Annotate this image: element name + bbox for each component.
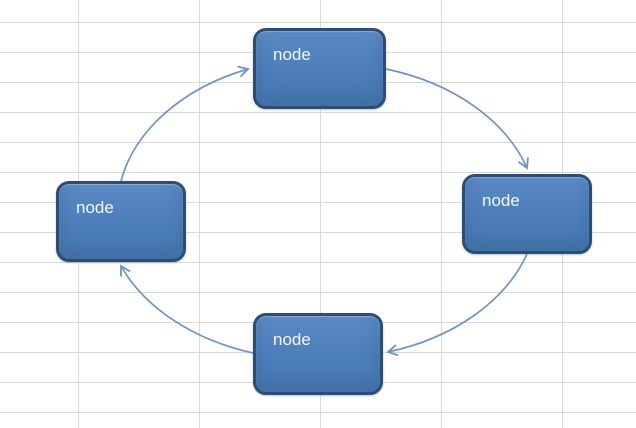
cycle-node-top[interactable]: node bbox=[253, 28, 386, 109]
cycle-node-label: node bbox=[273, 45, 311, 64]
cycle-arrow-top-to-right[interactable] bbox=[385, 68, 529, 170]
cycle-arrow-right-to-bottom[interactable] bbox=[386, 253, 528, 356]
cycle-arrow-left-to-top[interactable] bbox=[120, 65, 250, 182]
cycle-arrow-bottom-to-left[interactable] bbox=[120, 264, 254, 354]
cycle-node-left[interactable]: node bbox=[56, 181, 186, 262]
cycle-node-label: node bbox=[76, 198, 114, 217]
cycle-node-bottom[interactable]: node bbox=[253, 313, 383, 395]
cycle-node-label: node bbox=[482, 191, 520, 210]
cycle-node-label: node bbox=[273, 330, 311, 349]
cycle-node-right[interactable]: node bbox=[462, 174, 592, 254]
